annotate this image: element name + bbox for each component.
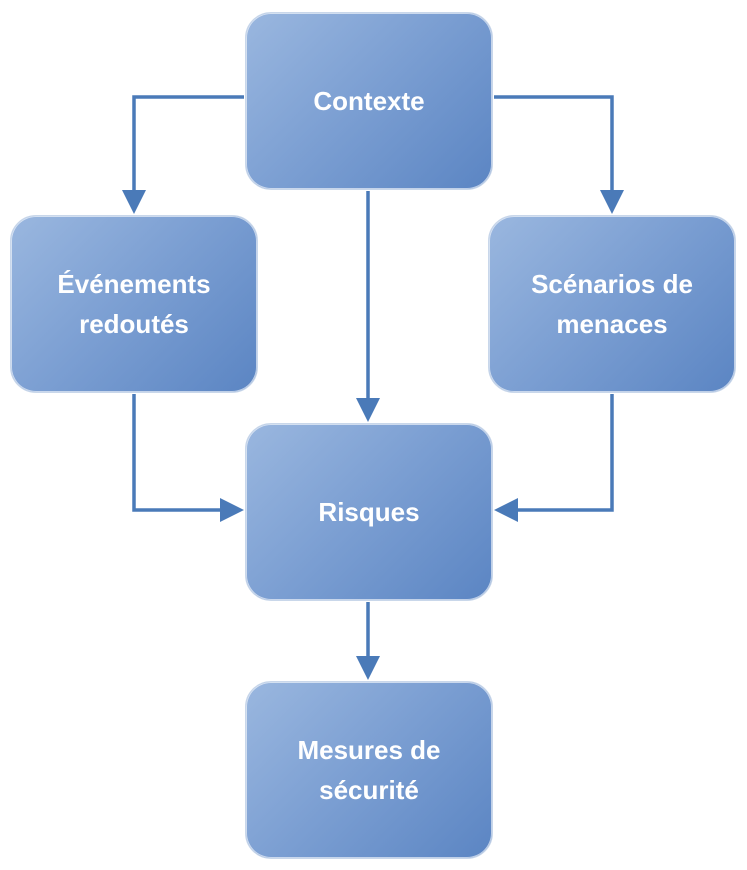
node-mesures-de-securite: Mesures de sécurité (245, 681, 493, 859)
arrow-evenements-to-risques (132, 394, 240, 512)
node-scenarios-de-menaces: Scénarios de menaces (488, 215, 736, 393)
node-evenements-redoutes: Événements redoutés (10, 215, 258, 393)
node-evenements-label: Événements redoutés (57, 269, 211, 339)
arrowhead-risques-right (494, 498, 518, 522)
arrowhead-risques-top (356, 398, 380, 422)
arrow-contexte-to-scenarios (494, 95, 614, 210)
node-contexte: Contexte (245, 12, 493, 190)
arrowhead-scenarios (600, 190, 624, 214)
node-mesures-label: Mesures de sécurité (297, 735, 441, 805)
arrow-contexte-to-evenements (132, 95, 244, 210)
node-contexte-label: Contexte (313, 86, 425, 116)
arrow-scenarios-to-risques (498, 394, 614, 512)
arrowhead-mesures (356, 656, 380, 680)
node-risques: Risques (245, 423, 493, 601)
arrowhead-evenements (122, 190, 146, 214)
arrowhead-risques-left (220, 498, 244, 522)
node-risques-label: Risques (318, 497, 420, 527)
node-scenarios-label: Scénarios de menaces (531, 269, 693, 339)
